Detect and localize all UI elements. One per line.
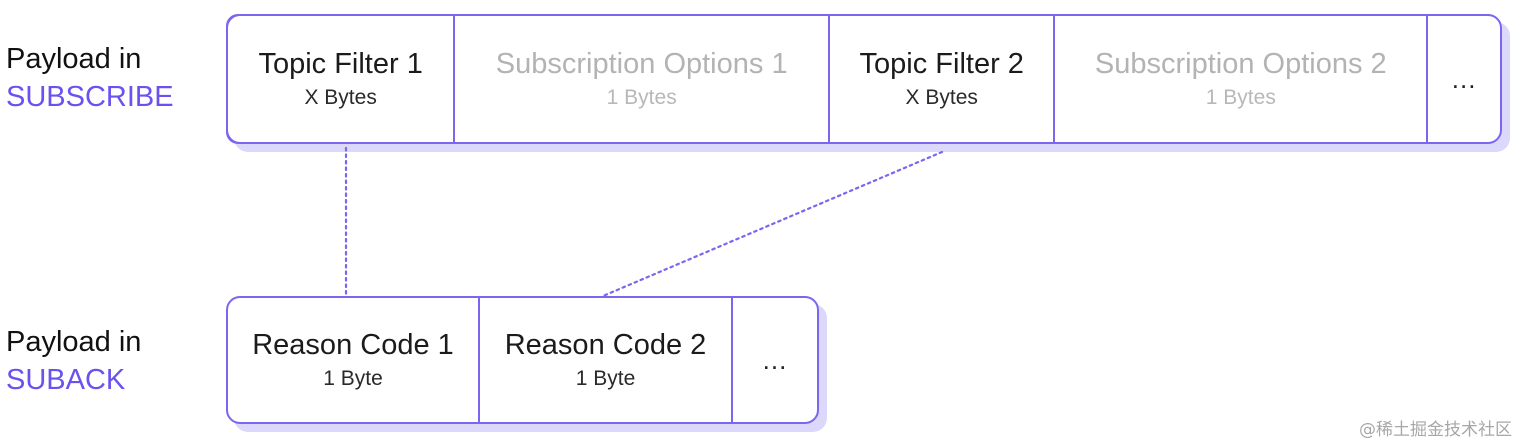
subscription-options-2-title: Subscription Options 2 [1094,48,1387,80]
suback-label-keyword: SUBACK [6,364,126,397]
suback-label-text: Payload in [6,326,142,358]
reason-code-2-title: Reason Code 2 [504,329,707,361]
suback-more-cell: ... [731,298,817,422]
subscribe-label-keyword: SUBSCRIBE [6,81,174,114]
reason-code-2-cell: Reason Code 2 1 Byte [478,298,731,422]
subscription-options-1-size: 1 Bytes [606,86,677,109]
topic-filter-1-size: X Bytes [304,86,377,109]
topic-filter-1-title: Topic Filter 1 [258,48,423,80]
subscribe-payload-bar: Topic Filter 1 X Bytes Subscription Opti… [226,14,1502,144]
watermark-text: @稀土掘金技术社区 [1359,420,1512,440]
suback-payload-bar: Reason Code 1 1 Byte Reason Code 2 1 Byt… [226,296,819,424]
topic-filter-2-title: Topic Filter 2 [859,48,1024,80]
suback-more-ellipsis: ... [762,345,788,375]
reason-code-1-size: 1 Byte [323,367,383,390]
connector-topic-filter-2-to-reason-code-2 [601,150,944,298]
subscription-options-2-cell: Subscription Options 2 1 Bytes [1055,16,1426,142]
subscription-options-2-size: 1 Bytes [1205,86,1276,109]
suback-row-label: Payload in SUBACK [6,323,141,400]
subscribe-more-cell: ... [1426,16,1500,142]
topic-filter-2-size: X Bytes [905,86,978,109]
reason-code-1-title: Reason Code 1 [252,329,454,361]
subscription-options-1-title: Subscription Options 1 [495,48,788,80]
subscribe-label-text: Payload in [6,43,142,75]
subscribe-row-label: Payload in SUBSCRIBE [6,40,174,117]
subscribe-more-ellipsis: ... [1451,64,1477,94]
reason-code-2-size: 1 Byte [575,367,636,390]
topic-filter-1-cell: Topic Filter 1 X Bytes [226,14,456,144]
subscription-options-1-cell: Subscription Options 1 1 Bytes [455,16,828,142]
reason-code-1-cell: Reason Code 1 1 Byte [228,298,478,422]
topic-filter-2-cell: Topic Filter 2 X Bytes [828,14,1056,144]
